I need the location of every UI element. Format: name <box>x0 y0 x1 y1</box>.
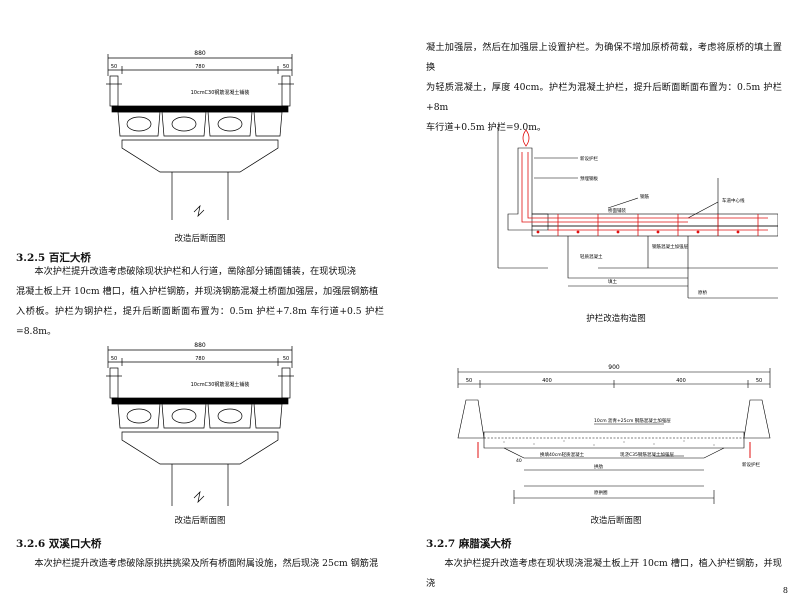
dim-right: 50 <box>283 356 289 362</box>
cross-section-figure-2: 880 50 780 50 10cmC30钢筋混凝土铺装 <box>106 342 294 506</box>
label-reinforced-layer: 钢筋混凝土加强层 <box>652 243 688 250</box>
intro-paragraph: 凝土加强层，然后在加强层上设置护栏。为确保不增加原桥荷载，考虑将原桥的填土置换 … <box>426 38 782 138</box>
label-pavement: 桥面铺装 <box>608 207 626 214</box>
dim-left: 50 <box>466 378 472 384</box>
dim-left: 50 <box>111 64 117 70</box>
label-rib: 拱肋 <box>594 463 603 470</box>
dim-mid: 780 <box>195 64 205 70</box>
dim-right: 50 <box>283 64 289 70</box>
label-lane-center: 车道中心线 <box>722 197 745 204</box>
page-number: 8 <box>782 586 788 595</box>
label-new-rail: 新设护栏 <box>580 155 598 162</box>
figure-caption-1: 改造后断面图 <box>174 234 226 244</box>
dim-mid: 780 <box>195 356 205 362</box>
section-heading-326: 3.2.6 双溪口大桥 <box>16 538 102 550</box>
section-body-327: 本次护栏提升改造考虑在现状现浇混凝土板上开 10cm 槽口，植入护栏钢筋，并现浇 <box>426 554 782 594</box>
cross-section-figure-1: 880 50 780 50 10cmC30钢筋混凝土铺装 <box>106 50 294 220</box>
paragraph-line: 混凝土板上开 10cm 槽口，植入护栏钢筋，并现浇钢筋混凝土桥面加强层，加强层钢… <box>16 286 379 297</box>
dim-total: 880 <box>194 50 206 57</box>
paragraph-line: 本次护栏提升改造考虑在现状现浇混凝土板上开 10cm 槽口，植入护栏钢筋，并现浇 <box>426 558 782 589</box>
dim-mid-right: 400 <box>676 378 686 384</box>
label-40: 40 <box>516 458 522 464</box>
figure-caption-3: 护栏改造构造图 <box>586 314 646 324</box>
paragraph-line: 为轻质混凝土，厚度 40cm。护栏为混凝土护栏，提升后断面断面布置为：0.5m … <box>426 82 782 113</box>
guardrail-detail-figure: 新设护栏 预埋钢板 钢筋 车道中心线 桥面铺装 钢筋混凝土加强层 轻质混凝土 原… <box>497 128 778 299</box>
cross-section-figure-4: 900 50 400 400 50 10cm 沥青+25cm 钢筋混凝土加强层 … <box>457 364 771 504</box>
deck-note: 10cmC30钢筋混凝土铺装 <box>191 89 250 96</box>
dim-left: 50 <box>111 356 117 362</box>
label-plate: 预埋钢板 <box>580 175 598 182</box>
figure-caption-2: 改造后断面图 <box>174 516 226 526</box>
paragraph-line: 本次护栏提升改造考虑破除现状护栏和人行道，凿除部分铺面铺装，在现状现浇 <box>34 266 356 277</box>
label-light-fill: 换填40cm轻质混凝土 <box>540 451 585 458</box>
label-arch: 原拱圈 <box>594 489 608 496</box>
paragraph-line: 本次护栏提升改造考虑破除原挑拱挑梁及所有桥面附属设施，然后现浇 25cm 钢筋混 <box>34 558 379 569</box>
section-heading-325: 3.2.5 百汇大桥 <box>16 252 91 264</box>
label-rebar: 钢筋 <box>640 193 649 200</box>
dim-total: 900 <box>608 364 620 371</box>
paragraph-line: 车行道+0.5m 护栏=9.0m。 <box>426 122 547 133</box>
label-new-rail: 新设护栏 <box>742 461 760 468</box>
section-body-325: 本次护栏提升改造考虑破除现状护栏和人行道，凿除部分铺面铺装，在现状现浇 混凝土板… <box>16 262 384 342</box>
dim-mid-left: 400 <box>542 378 552 384</box>
deck-note: 10cmC30钢筋混凝土铺装 <box>191 381 250 388</box>
label-asphalt-layer: 10cm 沥青+25cm 钢筋混凝土加强层 <box>594 417 671 424</box>
paragraph-line: 凝土加强层，然后在加强层上设置护栏。为确保不增加原桥荷载，考虑将原桥的填土置换 <box>426 42 782 73</box>
dim-right: 50 <box>756 378 762 384</box>
label-fill: 填土 <box>608 278 617 285</box>
figure-caption-4: 改造后断面图 <box>590 516 642 526</box>
section-body-326: 本次护栏提升改造考虑破除原挑拱挑梁及所有桥面附属设施，然后现浇 25cm 钢筋混 <box>16 554 384 574</box>
paragraph-line: 入桥板。护栏为钢护栏，提升后断面断面布置为：0.5m 护栏+7.8m 车行道+0… <box>16 306 384 337</box>
dim-total: 880 <box>194 342 206 349</box>
section-heading-327: 3.2.7 麻腊溪大桥 <box>426 538 512 550</box>
label-original-bridge: 原桥 <box>698 289 707 296</box>
label-c35-layer: 现浇C35钢筋混凝土加强层 <box>620 451 674 458</box>
label-light-concrete: 轻质混凝土 <box>580 253 603 260</box>
